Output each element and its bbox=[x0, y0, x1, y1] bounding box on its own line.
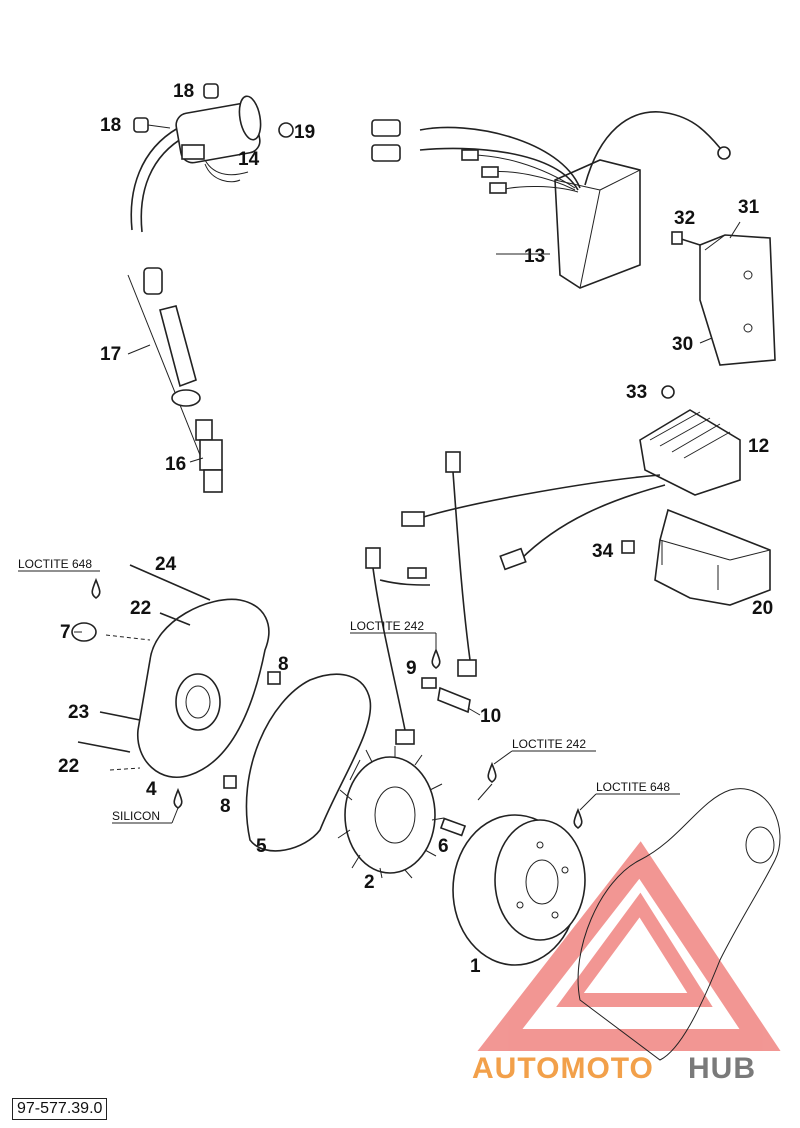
callout-22-bottom: 22 bbox=[58, 756, 79, 777]
note-loctite-242-right: LOCTITE 242 bbox=[512, 737, 586, 751]
callout-23: 23 bbox=[68, 702, 89, 723]
callout-10: 10 bbox=[480, 706, 501, 727]
callout-13: 13 bbox=[524, 246, 545, 267]
voltage-regulator bbox=[401, 385, 741, 571]
stator-wiring bbox=[365, 547, 431, 731]
cdi-unit bbox=[371, 111, 731, 289]
callout-24: 24 bbox=[155, 554, 177, 575]
callout-32: 32 bbox=[674, 208, 695, 229]
callout-7: 7 bbox=[60, 622, 71, 643]
document-id: 97-577.39.0 bbox=[12, 1098, 108, 1120]
callout-17: 17 bbox=[100, 344, 121, 365]
callout-8-bottom: 8 bbox=[220, 796, 231, 817]
callout-16: 16 bbox=[165, 454, 186, 475]
callout-19: 19 bbox=[294, 122, 315, 143]
ignition-cover bbox=[71, 564, 281, 809]
callout-20: 20 bbox=[752, 598, 773, 619]
callout-1: 1 bbox=[470, 956, 481, 977]
flywheel-rotor bbox=[439, 761, 586, 966]
watermark-part2: HUB bbox=[688, 1052, 756, 1085]
crankcase-outline bbox=[577, 788, 781, 1061]
note-silicon: SILICON bbox=[112, 809, 160, 823]
callout-4: 4 bbox=[146, 779, 157, 800]
callout-5: 5 bbox=[256, 836, 267, 857]
callout-14: 14 bbox=[238, 149, 260, 170]
callout-30: 30 bbox=[672, 334, 693, 355]
ignition-coil bbox=[130, 83, 294, 233]
callout-8-top: 8 bbox=[278, 654, 289, 675]
stator bbox=[337, 729, 445, 879]
watermark-part1: AUTOMOTO bbox=[472, 1052, 654, 1085]
note-loctite-648-left: LOCTITE 648 bbox=[18, 557, 92, 571]
spark-plug-cap bbox=[127, 267, 211, 481]
callout-12: 12 bbox=[748, 436, 769, 457]
callout-31: 31 bbox=[738, 197, 760, 218]
cdi-bracket bbox=[671, 231, 776, 366]
callout-22-top: 22 bbox=[130, 598, 151, 619]
watermark-logo-triangle bbox=[477, 841, 781, 1051]
spark-plug bbox=[195, 419, 223, 493]
callout-34: 34 bbox=[592, 541, 614, 562]
callout-6: 6 bbox=[438, 836, 449, 857]
callout-2: 2 bbox=[364, 872, 375, 893]
callout-18-top: 18 bbox=[173, 81, 194, 102]
callout-leaders bbox=[74, 221, 741, 716]
note-loctite-242-center: LOCTITE 242 bbox=[350, 619, 424, 633]
callout-9: 9 bbox=[406, 658, 417, 679]
regulator-bracket bbox=[621, 508, 771, 606]
watermark-text: AUTOMOTO HUB bbox=[472, 1052, 756, 1085]
pickup-wiring bbox=[421, 451, 477, 714]
cover-gasket bbox=[245, 673, 372, 852]
callout-18-left: 18 bbox=[100, 115, 121, 136]
note-loctite-648-right: LOCTITE 648 bbox=[596, 780, 670, 794]
callout-33: 33 bbox=[626, 382, 647, 403]
